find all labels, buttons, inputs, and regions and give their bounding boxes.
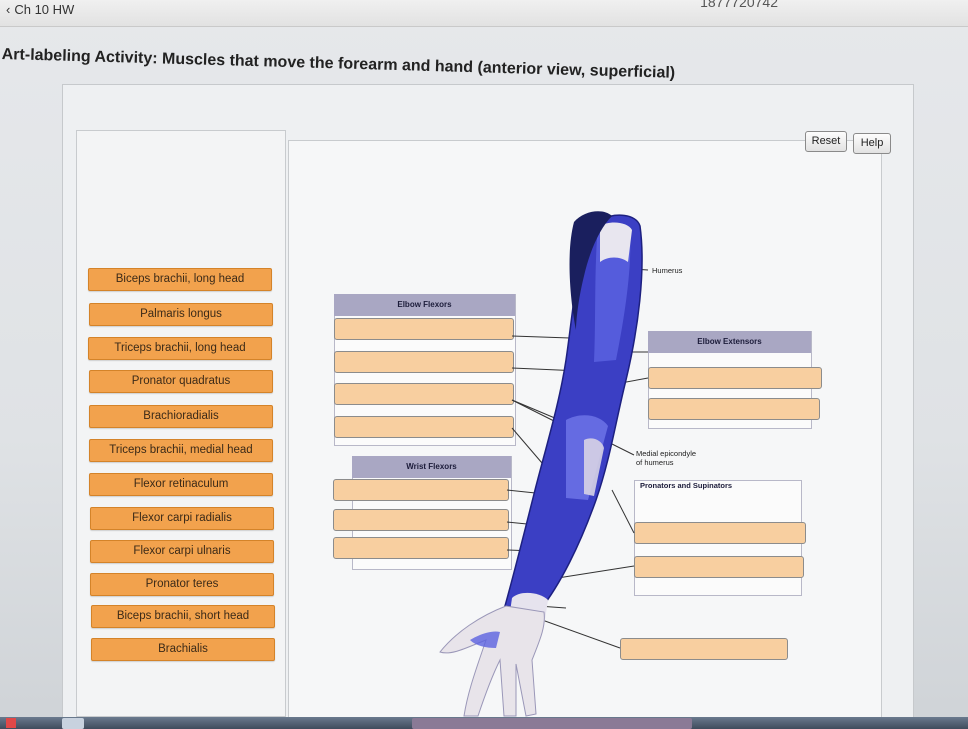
label-chip-triceps-long-head[interactable]: Triceps brachii, long head — [88, 337, 272, 360]
breadcrumb-text: Ch 10 HW — [14, 2, 75, 17]
chevron-left-icon: ‹ — [6, 2, 11, 17]
label-chip-flexor-carpi-ulnaris[interactable]: Flexor carpi ulnaris — [90, 540, 274, 563]
drop-target-elbow-extensor-2[interactable] — [648, 398, 820, 420]
drop-target-elbow-flexor-2[interactable] — [334, 351, 514, 373]
drop-target-elbow-flexor-1[interactable] — [334, 318, 514, 340]
browser-topbar: ‹Ch 10 HW 1877720742 — [0, 0, 968, 27]
label-chip-pronator-teres[interactable]: Pronator teres — [90, 573, 274, 596]
drop-target-pronator-2[interactable] — [634, 556, 804, 578]
label-medial-epicondyle-line1: Medial epicondyle — [636, 449, 697, 458]
label-chip-brachioradialis[interactable]: Brachioradialis — [89, 405, 273, 428]
wrist-flexors-header: Wrist Flexors — [352, 456, 511, 478]
pronators-supinators-header: Pronators and Supinators — [640, 481, 733, 490]
elbow-extensors-header: Elbow Extensors — [648, 331, 811, 353]
label-humerus: Humerus — [652, 266, 683, 275]
drop-target-elbow-flexor-3[interactable] — [334, 383, 514, 405]
elbow-flexors-header: Elbow Flexors — [334, 294, 515, 316]
label-chip-triceps-medial-head[interactable]: Triceps brachii, medial head — [89, 439, 273, 462]
drop-target-elbow-flexor-4[interactable] — [334, 416, 514, 438]
drop-target-wrist-flexor-2[interactable] — [333, 509, 509, 531]
label-medial-epicondyle-line2: of humerus — [636, 458, 674, 467]
arm-muscles — [439, 211, 643, 717]
help-button[interactable]: Help — [853, 133, 891, 154]
start-icon[interactable] — [6, 718, 16, 728]
reset-button[interactable]: Reset — [805, 131, 847, 152]
label-chip-brachialis[interactable]: Brachialis — [91, 638, 275, 661]
label-chip-pronator-quadratus[interactable]: Pronator quadratus — [89, 370, 273, 393]
drop-target-elbow-extensor-1[interactable] — [648, 367, 822, 389]
problem-id: 1877720742 — [700, 0, 778, 10]
os-taskbar — [0, 717, 968, 729]
drop-target-retinaculum[interactable] — [620, 638, 788, 660]
label-chip-flexor-retinaculum[interactable]: Flexor retinaculum — [89, 473, 273, 496]
label-chip-biceps-short-head[interactable]: Biceps brachii, short head — [91, 605, 275, 628]
label-chip-palmaris-longus[interactable]: Palmaris longus — [89, 303, 273, 326]
label-chip-biceps-long-head[interactable]: Biceps brachii, long head — [88, 268, 272, 291]
taskbar-item[interactable] — [62, 718, 84, 729]
breadcrumb[interactable]: ‹Ch 10 HW — [6, 2, 74, 17]
label-chip-flexor-carpi-radialis[interactable]: Flexor carpi radialis — [90, 507, 274, 530]
taskbar-item[interactable] — [412, 718, 692, 729]
drop-target-wrist-flexor-3[interactable] — [333, 537, 509, 559]
drop-target-pronator-1[interactable] — [634, 522, 806, 544]
